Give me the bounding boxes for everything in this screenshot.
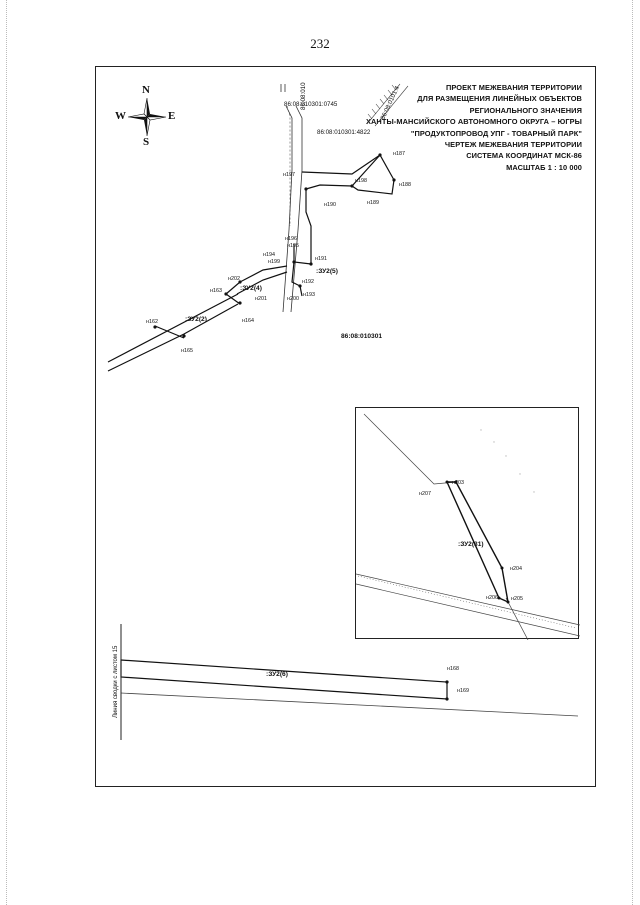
point-label: н168 [447,666,459,672]
point-label: н199 [268,259,280,265]
title-line: СИСТЕМА КООРДИНАТ МСК-86 [466,151,582,161]
parcel-zu2-6 [120,659,448,700]
point-label: н187 [393,151,405,157]
point-label: н188 [399,182,411,188]
point-label: н163 [210,288,222,294]
point-label: н204 [510,566,522,572]
title-line: ЧЕРТЕЖ МЕЖЕВАНИЯ ТЕРРИТОРИИ [444,140,582,150]
point-label: н169 [457,688,469,694]
compass-east: E [168,110,176,122]
zone-label: :ЗУ2(6) [266,671,288,678]
compass-rose [118,86,176,148]
drawing-title-block: ПРОЕКТ МЕЖЕВАНИЯ ТЕРРИТОРИИ ДЛЯ РАЗМЕЩЕН… [366,82,582,173]
point-label: н191 [315,256,327,262]
point-label: н164 [242,318,254,324]
point-label: н205 [511,596,523,602]
title-line: РЕГИОНАЛЬНОГО ЗНАЧЕНИЯ [469,105,582,115]
point-label: н206 [486,595,498,601]
boundary-points [153,153,396,338]
title-line: МАСШТАБ 1 : 10 000 [506,162,582,172]
page-edge-left [6,0,8,905]
cadastral-label: 86:08:010301:4822 [317,129,371,136]
zone-label: :ЗУ2(4) [240,285,262,292]
match-line-label: Линия сводки с листом 15 [113,645,119,718]
point-label: н195 [287,243,299,249]
hatched-strip [366,83,409,127]
title-line: "ПРОДУКТОПРОВОД УПГ - ТОВАРНЫЙ ПАРК" [410,128,582,138]
zone-label: :ЗУ2(31) [458,541,484,548]
point-label: н207 [419,491,431,497]
compass-star-icon [127,97,167,137]
page-number: 232 [310,36,330,51]
point-label: н201 [255,296,267,302]
point-label: н190 [324,202,336,208]
point-label: н203 [452,480,464,486]
point-label: н202 [228,276,240,282]
point-label: н189 [367,200,379,206]
page-edge-right [632,0,634,905]
point-label: н192 [302,279,314,285]
inset-drawing: н203 н207 н204 н205 н206 :ЗУ2(31) [355,413,581,641]
point-label: н196 [285,236,297,242]
title-line: ПРОЕКТ МЕЖЕВАНИЯ ТЕРРИТОРИИ [445,83,582,92]
cadastral-label-vertical: 86:08:010 [300,82,307,110]
zone-label: :ЗУ2(2) [185,316,207,323]
compass-south: S [143,136,150,148]
point-label: н198 [355,178,367,184]
point-label: н200 [287,296,299,302]
title-line: ДЛЯ РАЗМЕЩЕНИЯ ЛИНЕЙНЫХ ОБЪЕКТОВ [417,94,582,104]
point-label: н197 [283,172,295,178]
road-corridor [280,84,303,313]
title-line: ХАНТЫ-МАНСИЙСКОГО АВТОНОМНОГО ОКРУГА – Ю… [365,117,582,127]
parcel-zu2-2 [107,281,241,372]
point-label: н194 [263,252,275,258]
point-label: н193 [303,292,315,298]
compass-west: W [115,110,126,122]
point-label: н165 [181,348,193,354]
zone-label: :ЗУ2(5) [316,268,338,275]
point-label: н162 [146,319,158,325]
compass-north: N [142,84,150,96]
inset-detail-map: н203 н207 н204 н205 н206 :ЗУ2(31) [355,407,581,641]
cadastral-quarter-label: 86:08:010301 [341,333,382,340]
drawing-frame [95,66,596,787]
cadastral-label: 86:08:010301:0745 [284,101,338,108]
bottom-road-line [120,692,579,717]
